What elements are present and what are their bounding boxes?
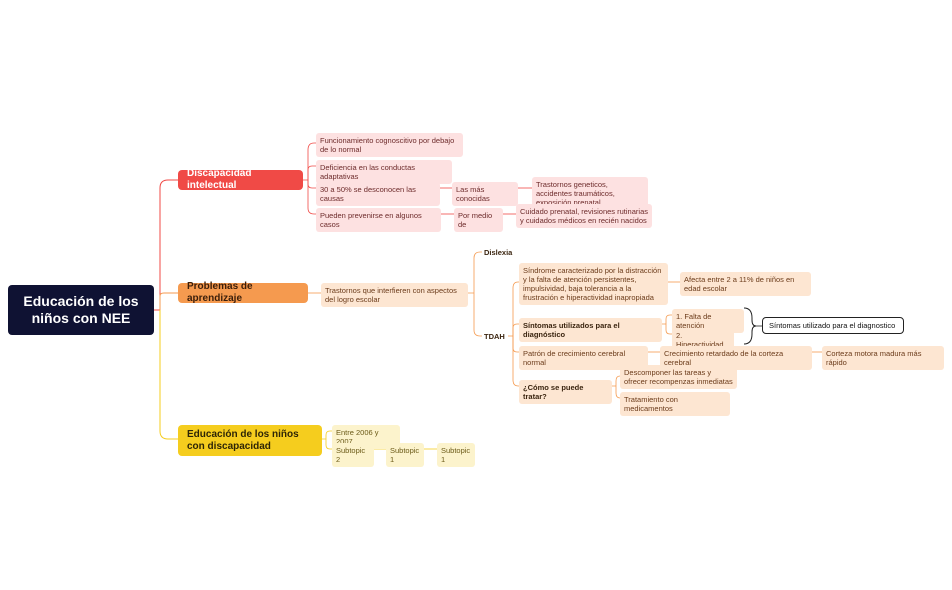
subtopic-deficiencia[interactable]: Deficiencia en las conductas adaptativas: [316, 160, 452, 184]
subtopic-corteza-motora[interactable]: Corteza motora madura más rápido: [822, 346, 944, 370]
subtopic-medicamentos[interactable]: Tratamiento con medicamentos: [620, 392, 730, 416]
subtopic-como-tratar[interactable]: ¿Cómo se puede tratar?: [519, 380, 612, 404]
subtopic-dislexia[interactable]: Dislexia: [484, 248, 513, 257]
root-topic[interactable]: Educación de los niños con NEE: [8, 285, 154, 335]
subtopic-mas-conocidas[interactable]: Las más conocidas: [452, 182, 518, 206]
subtopic-tdah[interactable]: TDAH: [484, 332, 505, 341]
topic-problemas-aprendizaje[interactable]: Problemas de aprendizaje: [178, 281, 308, 304]
subtopic-afecta[interactable]: Afecta entre 2 a 11% de niños en edad es…: [680, 272, 811, 296]
topic-discapacidad-intelectual[interactable]: Discapacidad intelectual: [178, 168, 303, 191]
subtopic-causas[interactable]: 30 a 50% se desconocen las causas: [316, 182, 440, 206]
subtopic-sintomas[interactable]: Síntomas utilizados para el diagnóstico: [519, 318, 662, 342]
callout-sintomas[interactable]: Síntomas utilizado para el diagnostico: [762, 317, 904, 334]
subtopic-prevenir[interactable]: Pueden prevenirse en algunos casos: [316, 208, 441, 232]
subtopic-trastornos-definicion[interactable]: Trastornos que interfieren con aspectos …: [321, 283, 468, 307]
topic-educacion-discapacidad[interactable]: Educación de los niños con discapacidad: [178, 425, 322, 456]
subtopic-1a[interactable]: Subtopic 1: [386, 443, 424, 467]
subtopic-sindrome[interactable]: Síndrome caracterizado por la distracció…: [519, 263, 668, 305]
subtopic-prevenir-detail[interactable]: Cuidado prenatal, revisiones rutinarias …: [516, 204, 652, 228]
subtopic-por-medio-de[interactable]: Por medio de: [454, 208, 503, 232]
subtopic-1b[interactable]: Subtopic 1: [437, 443, 475, 467]
subtopic-funcionamiento[interactable]: Funcionamiento cognoscitivo por debajo d…: [316, 133, 463, 157]
subtopic-descomponer-tareas[interactable]: Descomponer las tareas y ofrecer recompe…: [620, 365, 737, 389]
subtopic-2[interactable]: Subtopic 2: [332, 443, 374, 467]
